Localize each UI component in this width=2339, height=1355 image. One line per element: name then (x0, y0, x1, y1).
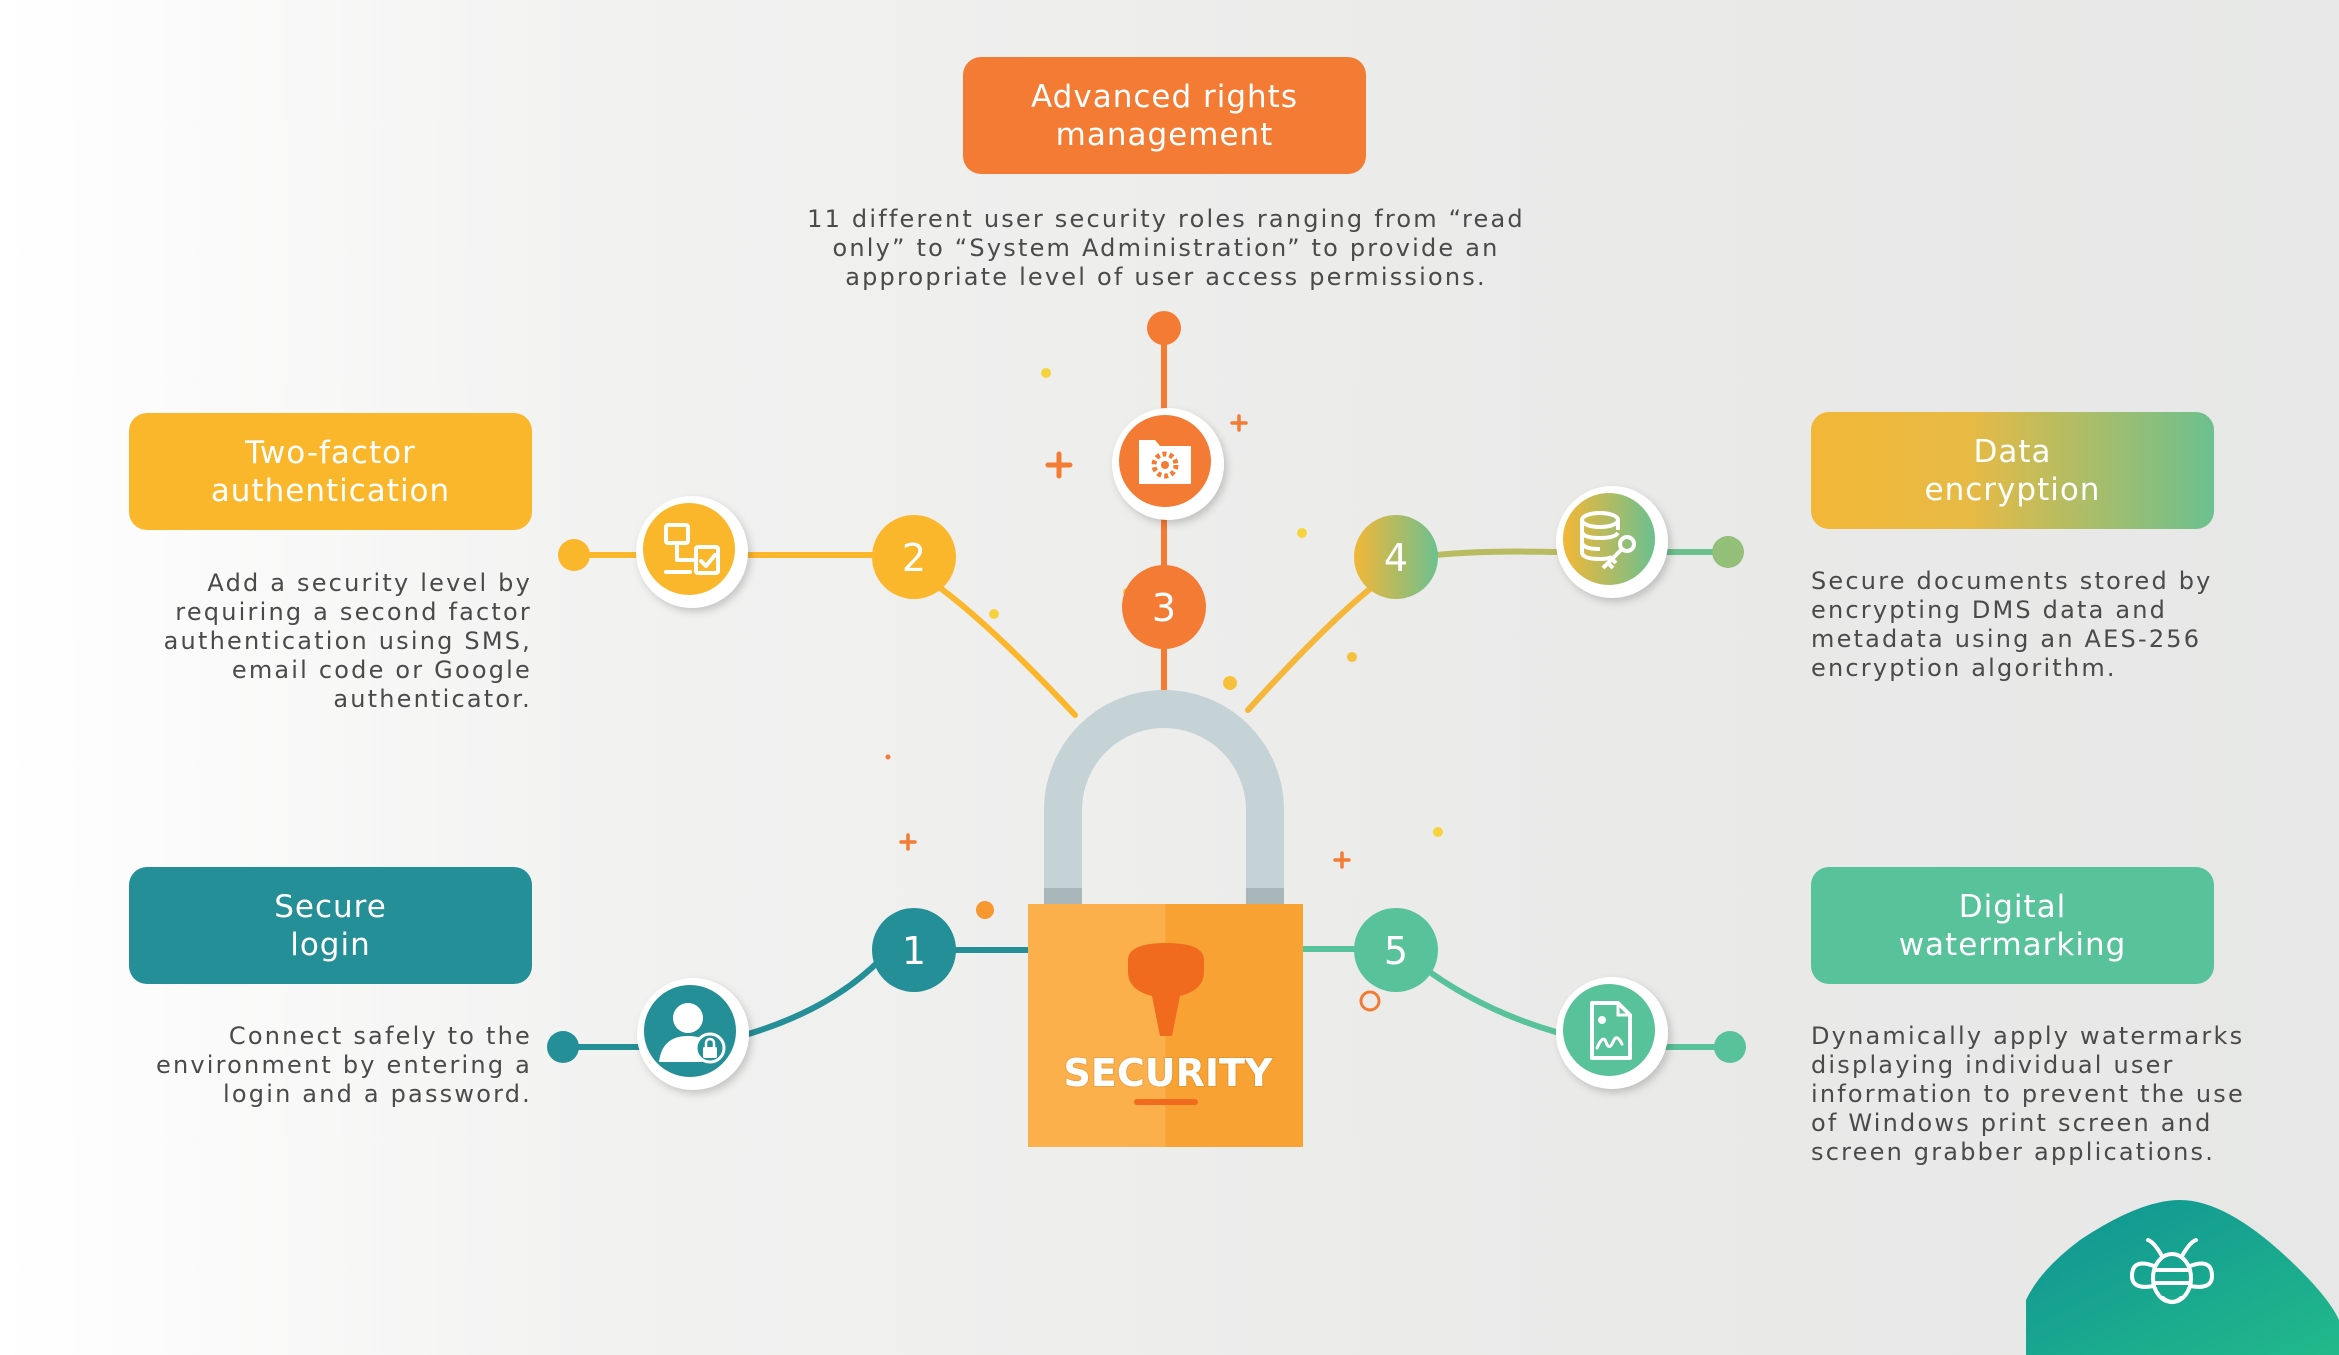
feature-description-digital-watermarking: Dynamically apply watermarks displaying … (1811, 1022, 2245, 1166)
database-key-icon (1556, 486, 1668, 598)
connector-1 (742, 957, 883, 1038)
bee-logo-icon (2130, 1238, 2214, 1304)
feature-title-rights-management: Advanced rights management (963, 57, 1366, 174)
endpoint-dot (1712, 536, 1744, 568)
feature-title-digital-watermarking: Digital watermarking (1811, 867, 2214, 984)
number-label-1: 1 (902, 929, 926, 973)
connector-4 (1245, 582, 1378, 713)
number-badge-1 (872, 908, 956, 992)
endpoint-dot (558, 539, 590, 571)
sparkles (885, 368, 1443, 1012)
endpoint-dot (1147, 311, 1181, 345)
endpoint-dot (1714, 1031, 1746, 1063)
feature-description-two-factor: Add a security level by requiring a seco… (163, 569, 532, 713)
feature-description-rights-management: 11 different user security roles ranging… (807, 205, 1525, 291)
feature-title-secure-login: Secure login (129, 867, 532, 984)
brand-badge (2026, 1200, 2339, 1355)
feature-title-data-encryption: Data encryption (1811, 412, 2214, 529)
number-label-5: 5 (1384, 929, 1408, 973)
feature-title-two-factor: Two-factor authentication (129, 413, 532, 530)
number-badge-3 (1122, 565, 1206, 649)
icon-circles (636, 408, 1668, 1090)
number-label-3: 3 (1152, 586, 1176, 630)
endpoint-dot (547, 1031, 579, 1063)
number-badge-2 (872, 515, 956, 599)
user-lock-icon (637, 978, 749, 1090)
feature-description-secure-login: Connect safely to the environment by ent… (155, 1022, 532, 1108)
padlock: SECURITY (1028, 690, 1303, 1147)
connector-4 (1417, 548, 1559, 560)
number-label-2: 2 (902, 536, 926, 580)
number-label-4: 4 (1384, 536, 1408, 580)
connector-5 (1417, 962, 1559, 1035)
keyhole (1128, 943, 1204, 1036)
number-markers: 1 2 3 4 5 (872, 515, 1438, 992)
two-factor-icon (636, 496, 748, 608)
number-badge-5 (1354, 908, 1438, 992)
lock-shackle (1044, 690, 1284, 900)
folder-gear-icon (1112, 408, 1224, 520)
number-badge-4 (1354, 515, 1438, 599)
feature-description-data-encryption: Secure documents stored by encrypting DM… (1811, 567, 2213, 682)
signed-document-icon (1556, 977, 1668, 1089)
lock-label: SECURITY (1064, 1051, 1273, 1095)
